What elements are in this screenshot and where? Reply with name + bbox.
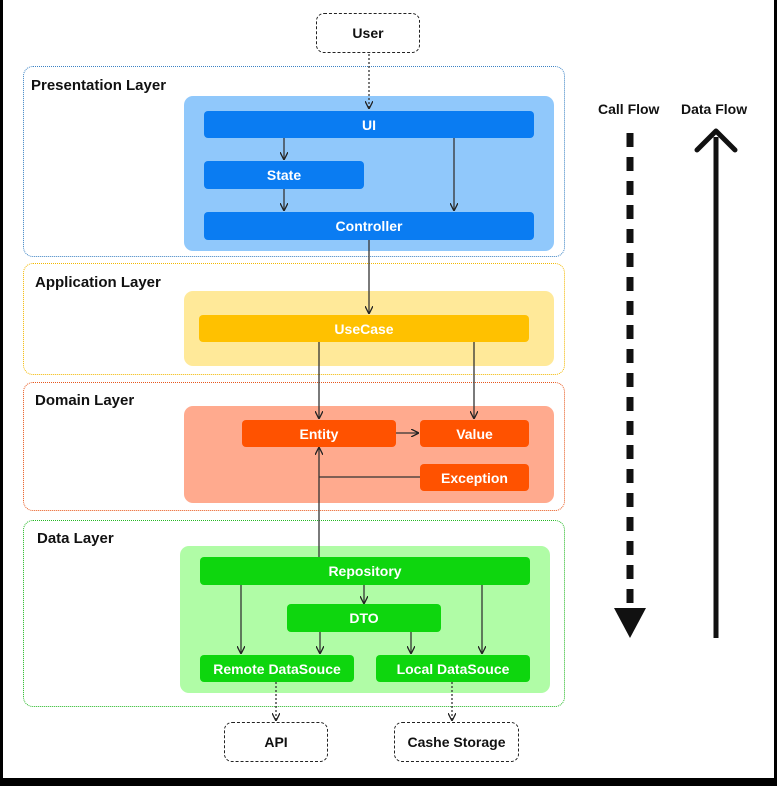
dto-box: DTO [287, 604, 441, 632]
presentation-layer [23, 66, 565, 257]
data-flow-arrow-head [694, 128, 738, 153]
exception-box: Exception [420, 464, 529, 491]
entity-box: Entity [242, 420, 396, 447]
application-layer [23, 263, 565, 375]
state-box: State [204, 161, 364, 189]
call-flow-arrow-head [614, 608, 646, 638]
controller-box: Controller [204, 212, 534, 240]
data-layer [23, 520, 565, 707]
call-flow-label: Call Flow [598, 101, 660, 117]
value-box: Value [420, 420, 529, 447]
local-datasource-box: Local DataSouce [376, 655, 530, 682]
cache-storage-node: Cashe Storage [394, 722, 519, 762]
domain-layer-title: Domain Layer [35, 392, 135, 409]
connector-arrows [3, 54, 738, 778]
domain-layer [23, 382, 565, 511]
data-layer-title: Data Layer [37, 530, 114, 547]
user-node: User [316, 13, 420, 53]
usecase-box: UseCase [199, 315, 529, 342]
ui-box: UI [204, 111, 534, 138]
repository-box: Repository [200, 557, 530, 585]
api-node: API [224, 722, 328, 762]
diagram-canvas: Presentation Layer Application Layer Dom… [3, 0, 774, 778]
data-flow-label: Data Flow [681, 101, 748, 117]
remote-datasource-box: Remote DataSouce [200, 655, 354, 682]
presentation-layer-title: Presentation Layer [31, 77, 167, 94]
application-layer-title: Application Layer [35, 274, 161, 291]
